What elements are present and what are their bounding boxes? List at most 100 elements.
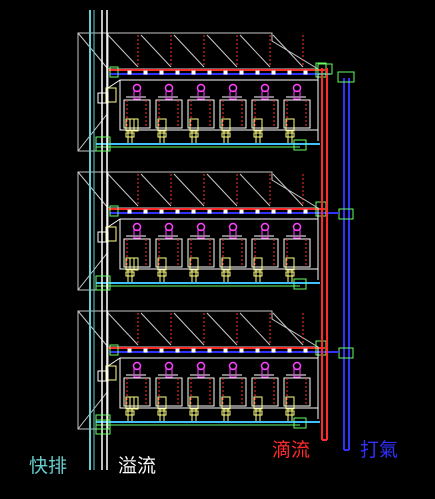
frame-diagonal-lower	[77, 251, 109, 291]
tray-divider	[173, 34, 205, 68]
drip-nozzle-body	[165, 368, 173, 378]
drip-nozzle-body	[293, 229, 301, 239]
manifold-nozzle	[175, 70, 180, 75]
frame-diagonal-lower	[77, 112, 109, 152]
drip-nozzle-body	[293, 368, 301, 378]
manifold-nozzle	[175, 209, 180, 214]
tray-divider	[239, 34, 271, 68]
tray-divider	[107, 34, 139, 68]
drain-collar	[157, 410, 167, 416]
manifold-fitting-left	[109, 66, 119, 78]
manifold-nozzle	[255, 70, 260, 75]
legend-overflow: 溢流	[118, 455, 157, 477]
drain-bracket	[285, 257, 295, 271]
tier-side-bracket-lower	[129, 118, 139, 132]
manifold-nozzle	[255, 348, 260, 353]
tier-side-bracket-lower	[129, 257, 139, 271]
manifold-nozzle	[191, 209, 196, 214]
tier-side-bracket	[105, 365, 117, 381]
tier-frame-left	[77, 171, 109, 291]
manifold-fitting-left	[109, 344, 119, 356]
drain-bracket	[253, 118, 263, 132]
drip-nozzle-body	[197, 229, 205, 239]
drip-nozzle-body	[197, 368, 205, 378]
tray-divider	[239, 312, 271, 346]
cell-box	[155, 377, 183, 407]
drain-collar	[253, 410, 263, 416]
tier-frame-left	[77, 310, 109, 430]
tank-cell	[155, 222, 183, 283]
tank-cell	[219, 361, 247, 422]
cell-box	[155, 99, 183, 129]
drain-collar	[221, 132, 231, 138]
tank-cell	[219, 83, 247, 144]
manifold-nozzle	[223, 70, 228, 75]
tray-divider	[206, 34, 238, 68]
drip-nozzle-body	[165, 229, 173, 239]
lower-tray-edge	[107, 79, 121, 89]
manifold-nozzle	[159, 70, 164, 75]
return-pipe-fitting	[293, 139, 307, 151]
drain-bracket	[189, 118, 199, 132]
tray-divider	[272, 34, 304, 68]
tank-cell	[283, 361, 311, 422]
tray-divider	[173, 173, 205, 207]
frame-diagonal	[77, 32, 109, 70]
drain-bracket	[157, 396, 167, 410]
tray-divider	[239, 173, 271, 207]
manifold-nozzle	[127, 70, 132, 75]
drain-collar	[125, 410, 135, 416]
rack-tier-3	[77, 310, 330, 430]
drain-collar	[157, 132, 167, 138]
tier-side-bracket-lower	[129, 396, 139, 410]
cell-box	[187, 238, 215, 268]
tank-cell	[187, 83, 215, 144]
drain-bracket	[189, 396, 199, 410]
frame-diagonal-lower	[77, 390, 109, 430]
drain-collar	[253, 132, 263, 138]
manifold-nozzle	[159, 209, 164, 214]
cell-box	[219, 238, 247, 268]
aeration-top-elbow	[337, 71, 355, 83]
drain-bracket	[221, 396, 231, 410]
vertical-pipes	[89, 10, 355, 470]
overflow-tier-connector	[95, 136, 111, 152]
drip-nozzle-body	[293, 90, 301, 100]
manifold-nozzle	[143, 348, 148, 353]
tray-divider	[272, 173, 304, 207]
return-pipe-fitting	[293, 417, 307, 429]
manifold-nozzle	[271, 348, 276, 353]
cell-box	[283, 99, 311, 129]
return-pipe-fitting	[293, 278, 307, 290]
tank-cell	[283, 83, 311, 144]
drip-nozzle-body	[165, 90, 173, 100]
tray-divider	[206, 312, 238, 346]
drain-bracket	[253, 396, 263, 410]
cell-box	[123, 99, 151, 129]
drain-collar	[285, 271, 295, 277]
cell-box	[283, 377, 311, 407]
manifold-fitting-left	[109, 205, 119, 217]
tank-cell	[251, 361, 279, 422]
legend-aeration: 打氣	[360, 439, 399, 461]
tank-cell	[123, 222, 151, 283]
cell-box	[251, 238, 279, 268]
cell-box	[251, 99, 279, 129]
manifold-nozzle	[239, 70, 244, 75]
drip-nozzle-body	[229, 90, 237, 100]
drip-nozzle-body	[261, 368, 269, 378]
cell-box	[187, 377, 215, 407]
drain-bracket	[189, 257, 199, 271]
tray-divider	[272, 312, 304, 346]
tier-side-bracket	[105, 87, 117, 103]
drain-collar	[125, 132, 135, 138]
lower-tray-edge	[107, 218, 121, 228]
tier-frame-left	[77, 32, 109, 152]
upper-tray-outline	[107, 310, 320, 348]
manifold-nozzle	[239, 209, 244, 214]
overflow-tier-elbow	[97, 92, 109, 104]
manifold-nozzle	[207, 348, 212, 353]
tank-cell	[187, 361, 215, 422]
